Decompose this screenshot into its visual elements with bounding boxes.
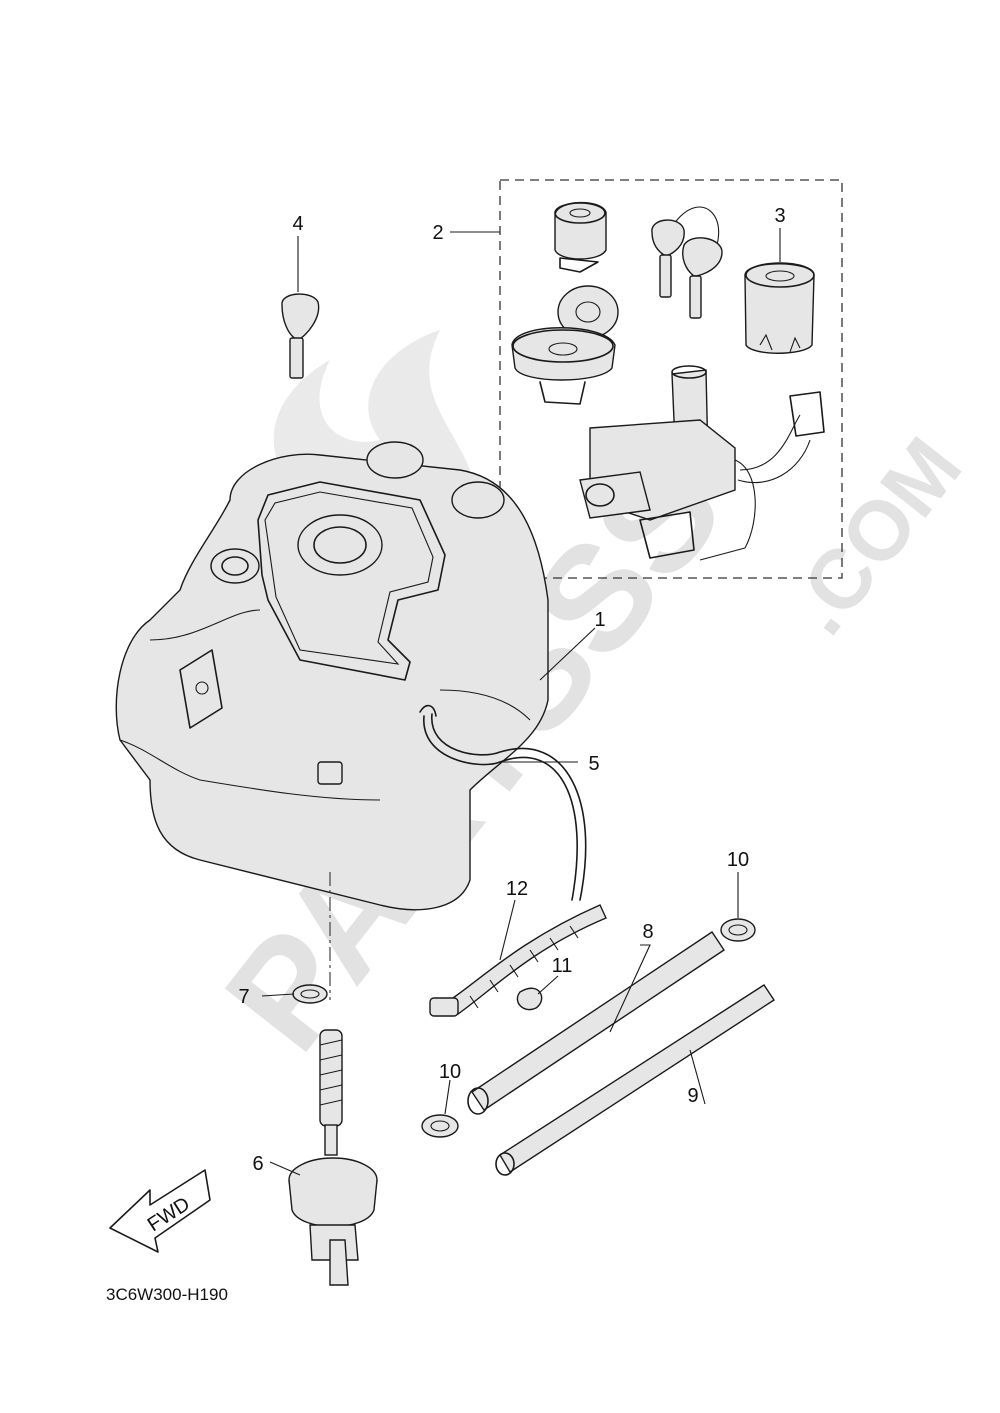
leader-lines: [261, 228, 781, 1176]
watermark-brand-suffix: .COM: [770, 420, 979, 651]
callout-9: 9: [687, 1085, 698, 1107]
fwd-arrow: FWD: [109, 1169, 211, 1253]
part-10-clip-lower: [421, 1114, 459, 1138]
part-3-cap-cover: [744, 262, 815, 354]
fwd-arrow-label: FWD: [144, 1193, 194, 1236]
callout-3: 3: [774, 205, 785, 227]
callout-numbers: 4 2 3 1 5 6 7 8 9 10 10 11 12: [238, 205, 785, 1175]
callout-12: 12: [506, 878, 528, 900]
part-6-fuel-valve: [288, 1029, 378, 1286]
callout-7: 7: [238, 986, 249, 1008]
key-set-group-box: [499, 179, 843, 579]
callout-2: 2: [432, 222, 443, 244]
callout-10-upper: 10: [727, 849, 749, 871]
part-1-fuel-tank: [115, 441, 549, 911]
part-10-clip-upper: [720, 918, 756, 942]
callout-4: 4: [292, 213, 303, 235]
callout-11: 11: [552, 955, 573, 977]
callout-5: 5: [588, 753, 599, 775]
part-12-hose: [429, 904, 607, 1017]
part-11-clip: [516, 987, 543, 1011]
callout-6: 6: [252, 1153, 263, 1175]
part-2-key-set: [511, 201, 825, 561]
callout-10-lower: 10: [439, 1061, 461, 1083]
callout-8: 8: [642, 921, 653, 943]
drawing-code: 3C6W300-H190: [106, 1285, 228, 1304]
part-5-vent-hose: [423, 713, 587, 901]
part-9-pipe: [495, 984, 775, 1176]
part-7-clip: [292, 984, 328, 1004]
callout-1: 1: [594, 609, 605, 631]
part-4-key: [281, 293, 320, 379]
